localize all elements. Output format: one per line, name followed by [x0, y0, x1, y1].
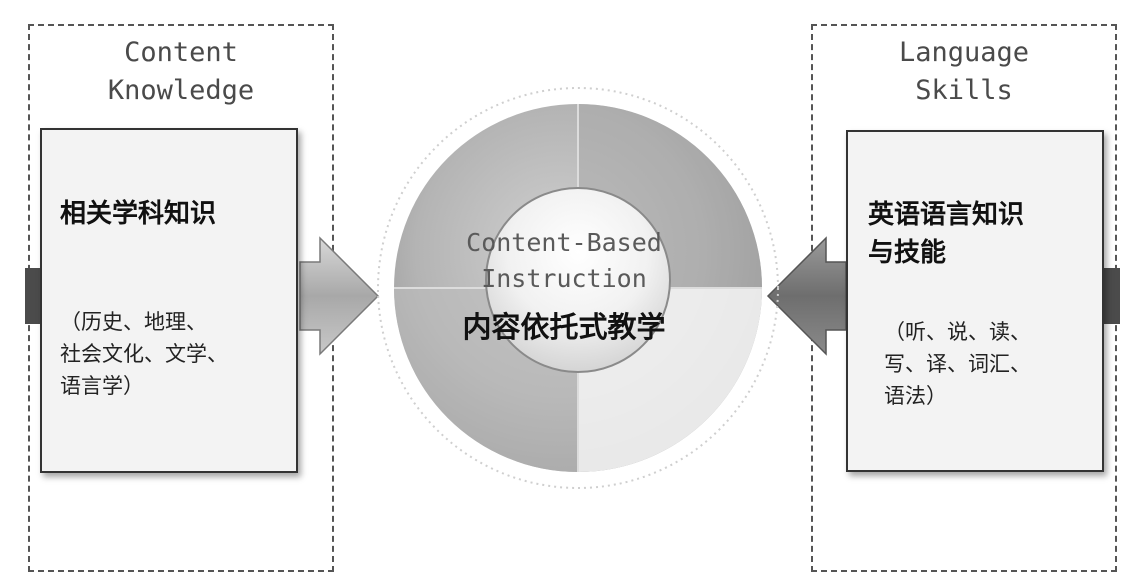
- left-pointing-arrow: [766, 236, 847, 356]
- language-skills-title: Language Skills: [898, 37, 1030, 106]
- language-skills-detail: （听、说、读、 写、译、词汇、 语法）: [884, 320, 1031, 408]
- center-label-chinese: 内容依托式教学: [462, 310, 666, 344]
- right-connector-tab: [1104, 268, 1120, 324]
- language-skills-box: [846, 130, 1104, 472]
- left-connector-tab: [25, 268, 41, 324]
- center-label-line1: Content-Based: [466, 228, 662, 257]
- content-knowledge-heading: 相关学科知识: [60, 199, 217, 229]
- inner-circle: [485, 187, 671, 373]
- right-pointing-arrow: [299, 236, 380, 356]
- content-knowledge-detail: （历史、地理、 社会文化、文学、 语言学）: [60, 310, 228, 398]
- ring-halo: [377, 87, 779, 489]
- content-knowledge-box: [40, 128, 298, 473]
- center-label-line2: Instruction: [481, 264, 647, 293]
- language-skills-heading: 英语语言知识 与技能: [868, 200, 1025, 268]
- content-knowledge-title: Content Knowledge: [107, 37, 255, 106]
